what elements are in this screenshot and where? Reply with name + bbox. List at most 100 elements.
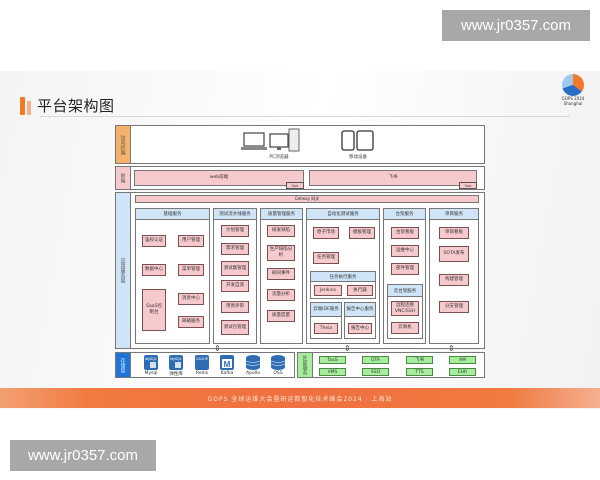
title-divider (40, 116, 570, 117)
access-layer: 访问终端 PC浏览器 移动设备 (115, 125, 485, 164)
storage-label: 弹性库 (169, 372, 183, 377)
frontend-app-web-label: web前端 (209, 175, 229, 180)
subgroup-header: 云台架服务 (388, 285, 422, 297)
service-item: 模板管理 (349, 227, 375, 239)
bidirectional-arrow-icon: ⇕ (448, 344, 455, 353)
pc-device-label: PC浏览器 (269, 155, 289, 160)
service-item: 菜单管理 (178, 264, 204, 276)
frontend-app-feishu: 飞书 Vue (309, 170, 477, 189)
service-item: 用例评审 (221, 301, 249, 313)
external-item: SSO (362, 368, 389, 376)
external-item: VMS (319, 368, 346, 376)
storage-label: Mysql (144, 371, 158, 376)
slide-title: 平台架构图 (37, 97, 115, 115)
external-item: EHR (449, 368, 476, 376)
column-bench-services: 台架服务 台架看板 运维中心 部件管理 云台架服务 远程连接VNC/SSH 云真… (383, 208, 426, 344)
external-item: OTA (362, 356, 389, 364)
storage-label: Kafka (220, 371, 234, 376)
column-basic-services: 基础服务 鉴权认证 用户管理 数据中心 菜单管理 SaaS控制台 消息中心 邮箱… (135, 208, 210, 344)
service-item: 测试包管理 (221, 320, 249, 335)
svg-text:MySQL: MySQL (145, 357, 157, 361)
svg-text:MySQL: MySQL (170, 357, 182, 361)
service-item: 计划管理 (221, 225, 249, 237)
cache-icon: CACHE (195, 355, 209, 370)
logo-text-line1: GOPS 2024 (561, 96, 585, 101)
mobile-icon (341, 130, 374, 151)
column-header: 质量管理服务 (261, 209, 302, 220)
service-item: 原子市场 (313, 227, 339, 239)
database-icon (270, 355, 286, 370)
service-item: 云真机 (391, 322, 419, 334)
service-item: 需求管理 (221, 243, 249, 255)
kafka-icon: M (220, 355, 234, 370)
slide-footer: GOPS 全球运维大会暨研运数智化技术峰会2024 · 上海站 (0, 388, 600, 408)
column-header: 自动化测试服务 (307, 209, 379, 220)
subgroup-header: 报告中心服务 (345, 303, 375, 317)
pc-device: PC浏览器 (241, 128, 311, 160)
service-item: 分支管理 (439, 301, 469, 313)
column-header: 测试流水线服务 (214, 209, 256, 220)
watermark-top: www.jr0357.com (442, 10, 590, 41)
gops-logo: GOPS 2024 Shanghai (553, 74, 593, 114)
access-layer-label: 访问终端 (116, 126, 131, 163)
subgroup-cloud-ide: 云端IDE服务 Theia (310, 302, 342, 339)
service-item: 远程连接VNC/SSH (391, 301, 419, 316)
column-header: 台架服务 (384, 209, 425, 220)
gateway: Getway 网关 (135, 195, 479, 203)
external-item: TTS (406, 368, 433, 376)
service-item: 用户管理 (178, 235, 204, 247)
service-item: 开发自测 (221, 280, 249, 292)
mysql-icon: MySQL (144, 355, 158, 370)
subgroup-report-center: 报告中心服务 报告中心 (344, 302, 376, 339)
logo-text-line2: Shanghai (563, 101, 583, 106)
subgroup-task-execution: 任务执行服务 Jenkins 执行器 (310, 271, 376, 299)
column-automation-services: 自动化测试服务 原子市场 模板管理 任务管理 任务执行服务 Jenkins 执行… (306, 208, 380, 344)
frontend-app-feishu-label: 飞书 (388, 175, 398, 180)
vue-tag: Vue (459, 182, 477, 189)
storage-layer-label: 存储层 (116, 353, 131, 377)
service-item: 数据中心 (142, 264, 166, 276)
gateway-label: Getway 网关 (294, 196, 320, 201)
service-item: 项目看板 (439, 227, 469, 239)
service-item: 测试集管理 (221, 261, 249, 276)
column-test-pipeline-services: 测试流水线服务 计划管理 需求管理 测试集管理 开发自测 用例评审 测试包管理 (213, 208, 257, 344)
bidirectional-arrow-icon: ⇕ (344, 344, 351, 353)
column-header: 项目服务 (430, 209, 478, 220)
external-item: TaaS (319, 356, 346, 364)
slide: 平台架构图 GOPS 2024 Shanghai 访问终端 PC浏览器 (0, 71, 600, 409)
service-item: 构建管理 (439, 274, 469, 286)
service-item: 生产缺陷分析 (267, 245, 295, 261)
service-item: 鉴权认证 (142, 235, 166, 247)
storage-layer: 存储层 MySQL Mysql MySQL 弹性库 CACHE Redis M … (115, 352, 295, 378)
column-project-services: 项目服务 项目看板 SOTA发布 构建管理 分支管理 (429, 208, 479, 344)
storage-label: Redis (195, 371, 209, 376)
app-services-layer-label: 应用服务层 (116, 193, 131, 348)
subgroup-header: 任务执行服务 (311, 272, 375, 282)
service-item: 台架看板 (391, 227, 419, 239)
frontend-layer-label: 前端 (116, 167, 131, 189)
service-item: 质量度量 (267, 310, 295, 322)
watermark-bottom: www.jr0357.com (10, 440, 156, 471)
vue-tag: Vue (286, 182, 304, 189)
subgroup-cloud-bench: 云台架服务 远程连接VNC/SSH 云真机 (387, 284, 423, 339)
service-item: 部件管理 (391, 263, 419, 275)
bidirectional-arrow-icon: ⇕ (214, 344, 221, 353)
app-services-layer: 应用服务层 Getway 网关 基础服务 鉴权认证 用户管理 数据中心 菜单管理… (115, 192, 485, 349)
svg-text:M: M (224, 360, 231, 369)
external-item: 飞书 (406, 356, 433, 364)
subgroup-header: 云端IDE服务 (311, 303, 341, 317)
service-item: SOTA发布 (439, 246, 469, 262)
service-item: 报告中心 (348, 323, 372, 334)
storage-label: Apollo (246, 371, 260, 376)
service-item: SaaS控制台 (142, 289, 166, 331)
external-services-layer: 外部服务 TaaS OTA 飞书 AM VMS SSO TTS EHR (297, 352, 485, 378)
external-item: AM (449, 356, 476, 364)
slide-title-bar: 平台架构图 (20, 95, 115, 116)
frontend-layer: 前端 web前端 Vue 飞书 Vue (115, 166, 485, 190)
title-accent-shadow-icon (27, 100, 31, 115)
service-item: 刷间事件 (267, 268, 295, 280)
database-icon (245, 355, 261, 370)
column-header: 基础服务 (136, 209, 209, 220)
mobile-device: 移动设备 (338, 130, 378, 160)
service-item: 邮箱服务 (178, 316, 204, 328)
